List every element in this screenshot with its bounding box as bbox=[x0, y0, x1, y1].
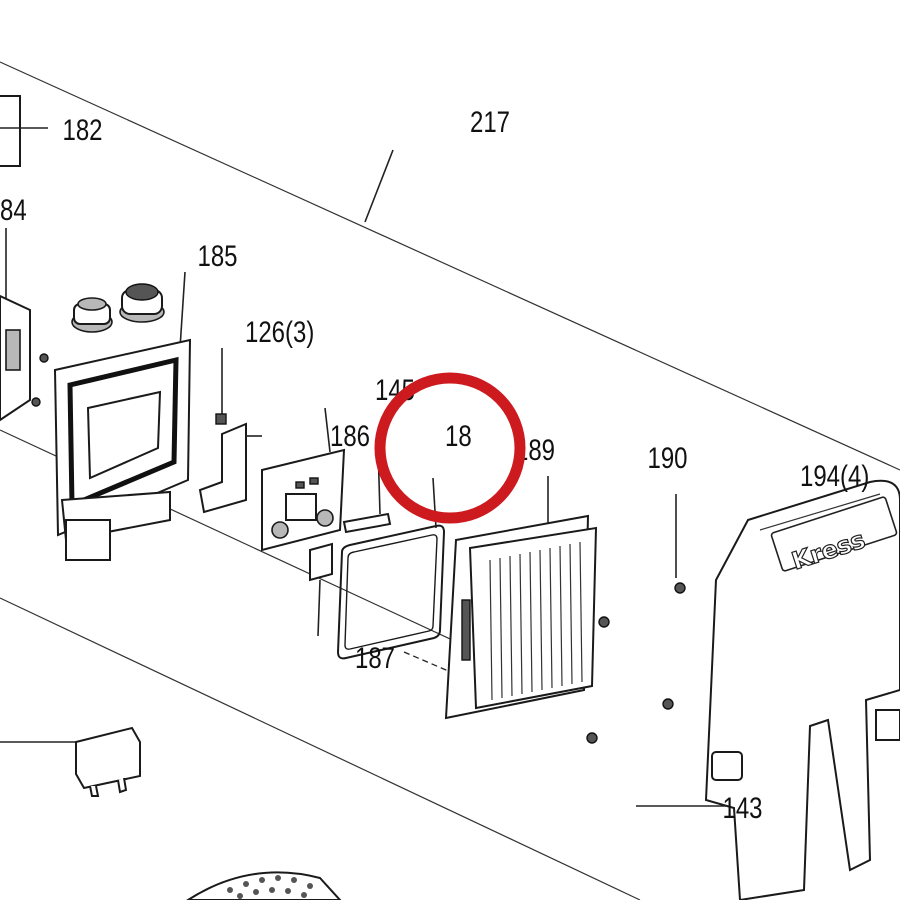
screw-icon bbox=[662, 698, 674, 710]
part-188-strip bbox=[342, 512, 392, 534]
label-143: 143 bbox=[723, 790, 763, 824]
envelope-top-line bbox=[0, 61, 900, 471]
bottom-pad-partial bbox=[186, 871, 342, 900]
label-188: 18 bbox=[445, 418, 472, 452]
part-182 bbox=[0, 95, 48, 167]
part-190-edge bbox=[461, 599, 471, 661]
leader-145 bbox=[324, 407, 331, 453]
screw-icon bbox=[31, 397, 41, 407]
part-189-gasket-inner bbox=[344, 534, 438, 650]
label-184: 84 bbox=[0, 192, 27, 226]
part-185-inner bbox=[86, 390, 162, 480]
part-189-gasket-outer bbox=[336, 524, 446, 660]
part-143: Kress bbox=[636, 479, 900, 900]
highlight-circle bbox=[374, 372, 526, 524]
screw-icon bbox=[215, 413, 227, 425]
part-145-connector bbox=[271, 521, 289, 539]
label-194: 194(4) bbox=[800, 458, 869, 492]
label-126: 126(3) bbox=[245, 314, 314, 348]
label-187: 187 bbox=[355, 640, 395, 674]
leader-185 bbox=[179, 271, 186, 349]
part-190-body bbox=[468, 526, 598, 710]
part-143-ridge bbox=[759, 493, 881, 531]
part-182-bracket bbox=[0, 95, 21, 167]
label-185: 185 bbox=[198, 238, 238, 272]
part-187 bbox=[309, 542, 333, 637]
knob-icon bbox=[125, 283, 159, 301]
part-143-logo-plate bbox=[770, 496, 898, 572]
screw-icon bbox=[586, 732, 598, 744]
part-145-connector bbox=[316, 509, 334, 527]
part-145-chip bbox=[309, 477, 319, 485]
bottom-pad-outline bbox=[186, 871, 342, 900]
part-185-foot bbox=[65, 519, 111, 561]
part-184-slot bbox=[5, 329, 21, 371]
part-194 bbox=[586, 494, 686, 744]
label-217: 217 bbox=[470, 104, 510, 138]
part-126 bbox=[215, 348, 227, 425]
clip-body bbox=[75, 726, 141, 790]
part-190-fins bbox=[489, 541, 583, 701]
clip-leg bbox=[89, 785, 100, 797]
screw-icon bbox=[598, 616, 610, 628]
screw-icon bbox=[39, 353, 49, 363]
leader-187 bbox=[317, 579, 321, 637]
part-145 bbox=[261, 407, 346, 552]
part-185 bbox=[53, 271, 192, 561]
knob-icon bbox=[77, 297, 107, 311]
clip-part bbox=[0, 726, 141, 797]
part-190 bbox=[444, 476, 598, 720]
part-145-chip bbox=[295, 481, 305, 489]
part-143-housing bbox=[704, 479, 900, 900]
part-186 bbox=[198, 422, 262, 514]
screw-icon bbox=[674, 582, 686, 594]
part-143-slot bbox=[875, 709, 900, 741]
leader-217 bbox=[364, 149, 394, 223]
part-143-switch bbox=[711, 751, 743, 781]
clip-leg bbox=[117, 777, 128, 794]
bottom-pad-dots bbox=[227, 875, 313, 899]
part-145-component bbox=[285, 493, 317, 521]
part-186-bracket bbox=[198, 422, 247, 514]
label-182: 182 bbox=[63, 112, 103, 146]
label-190: 190 bbox=[648, 440, 688, 474]
part-184 bbox=[0, 228, 49, 422]
label-186: 186 bbox=[330, 418, 370, 452]
part-187-pad bbox=[309, 542, 333, 582]
envelope-bottom-line bbox=[0, 597, 641, 900]
